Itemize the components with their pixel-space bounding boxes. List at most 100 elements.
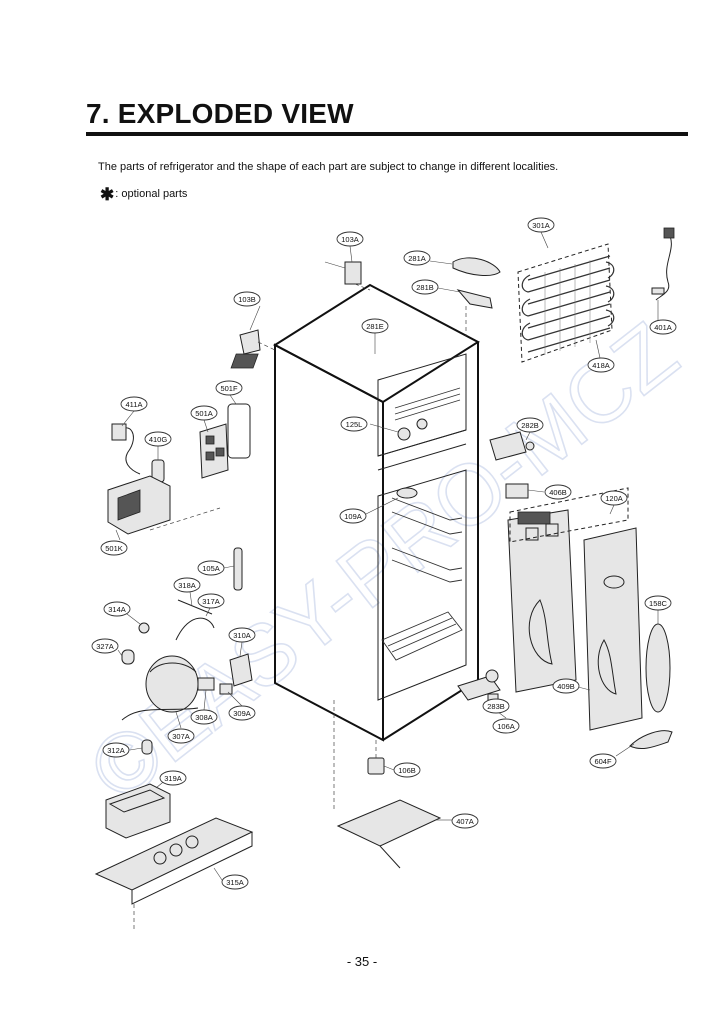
control-box-part bbox=[107, 475, 221, 535]
svg-text:604F: 604F bbox=[594, 757, 612, 766]
svg-text:281A: 281A bbox=[408, 254, 426, 263]
callout-312A: 312A bbox=[102, 742, 130, 758]
optional-parts-text: : optional parts bbox=[115, 188, 188, 200]
svg-text:103B: 103B bbox=[238, 295, 256, 304]
asterisk-icon: ✱ bbox=[100, 185, 115, 204]
callout-308A: 308A bbox=[190, 709, 218, 725]
callout-314A: 314A bbox=[103, 601, 131, 617]
callout-309A: 309A bbox=[228, 705, 256, 721]
svg-text:319A: 319A bbox=[164, 774, 182, 783]
callout-319A: 319A bbox=[159, 770, 187, 786]
svg-text:301A: 301A bbox=[532, 221, 550, 230]
drain-pan-part bbox=[333, 700, 442, 869]
callout-501F: 501F bbox=[215, 380, 243, 396]
grommet-parts bbox=[121, 622, 199, 755]
svg-text:318A: 318A bbox=[178, 581, 196, 590]
svg-text:109A: 109A bbox=[344, 512, 362, 521]
svg-text:501A: 501A bbox=[195, 409, 213, 418]
svg-text:501K: 501K bbox=[105, 544, 123, 553]
svg-text:105A: 105A bbox=[202, 564, 220, 573]
svg-text:501F: 501F bbox=[220, 384, 238, 393]
svg-text:120A: 120A bbox=[605, 494, 623, 503]
svg-text:281E: 281E bbox=[366, 322, 384, 331]
svg-text:103A: 103A bbox=[341, 235, 359, 244]
svg-text:406B: 406B bbox=[549, 488, 567, 497]
callout-327A: 327A bbox=[91, 638, 119, 654]
svg-text:106B: 106B bbox=[398, 766, 416, 775]
callout-301A: 301A bbox=[527, 217, 555, 233]
relay-part bbox=[229, 653, 253, 687]
svg-text:314A: 314A bbox=[108, 605, 126, 614]
svg-text:310A: 310A bbox=[233, 631, 251, 640]
callout-307A: 307A bbox=[167, 728, 195, 744]
callout-281A: 281A bbox=[403, 250, 431, 266]
callout-283B: 283B bbox=[482, 698, 510, 714]
switch-part bbox=[505, 483, 529, 499]
handle-cap-part bbox=[629, 730, 673, 749]
svg-text:315A: 315A bbox=[226, 878, 244, 887]
callout-407A: 407A bbox=[451, 813, 479, 829]
callout-410G: 410G bbox=[144, 431, 172, 447]
callout-411A: 411A bbox=[120, 396, 148, 412]
callout-310A: 310A bbox=[228, 627, 256, 643]
page-number: - 35 - bbox=[346, 954, 378, 969]
callout-281E: 281E bbox=[361, 318, 389, 334]
leveling-foot-part bbox=[367, 740, 385, 775]
door-liner-part bbox=[507, 509, 577, 693]
callout-317A: 317A bbox=[197, 593, 225, 609]
callout-409B: 409B bbox=[552, 678, 580, 694]
svg-text:125L: 125L bbox=[346, 420, 363, 429]
svg-text:409B: 409B bbox=[557, 682, 575, 691]
callout-106B: 106B bbox=[393, 762, 421, 778]
title-rule bbox=[86, 132, 688, 136]
svg-text:307A: 307A bbox=[172, 732, 190, 741]
svg-text:401A: 401A bbox=[654, 323, 672, 332]
callout-406B: 406B bbox=[544, 484, 572, 500]
gasket-frame-part bbox=[227, 403, 251, 459]
callout-103B: 103B bbox=[233, 291, 261, 307]
sensor-cable-part bbox=[651, 227, 675, 301]
power-cord-part bbox=[111, 423, 141, 475]
svg-text:418A: 418A bbox=[592, 361, 610, 370]
page-title: 7. EXPLODED VIEW bbox=[86, 98, 354, 129]
callout-501K: 501K bbox=[100, 540, 128, 556]
callout-158C: 158C bbox=[644, 595, 672, 611]
svg-text:106A: 106A bbox=[497, 722, 515, 731]
callout-604F: 604F bbox=[589, 753, 617, 769]
svg-text:308A: 308A bbox=[195, 713, 213, 722]
drier-part bbox=[233, 547, 243, 591]
svg-text:410G: 410G bbox=[149, 435, 168, 444]
pcb-board-part bbox=[199, 423, 229, 479]
drip-tray-part bbox=[105, 783, 171, 839]
side-hinge-part bbox=[239, 329, 276, 355]
upper-hinge-part bbox=[452, 257, 501, 336]
svg-text:317A: 317A bbox=[202, 597, 220, 606]
callout-105A: 105A bbox=[197, 560, 225, 576]
hinge-bracket-part bbox=[489, 431, 535, 461]
callout-103A: 103A bbox=[336, 231, 364, 247]
callout-106A: 106A bbox=[492, 718, 520, 734]
svg-text:283B: 283B bbox=[487, 702, 505, 711]
svg-text:327A: 327A bbox=[96, 642, 114, 651]
svg-text:158C: 158C bbox=[649, 599, 668, 608]
base-plate-part bbox=[94, 817, 254, 932]
callout-282B: 282B bbox=[516, 417, 544, 433]
callout-501A: 501A bbox=[190, 405, 218, 421]
locality-note: The parts of refrigerator and the shape … bbox=[98, 161, 559, 173]
callout-125L: 125L bbox=[340, 416, 368, 432]
svg-text:281B: 281B bbox=[416, 283, 434, 292]
svg-text:407A: 407A bbox=[456, 817, 474, 826]
svg-text:411A: 411A bbox=[126, 400, 143, 409]
callout-318A: 318A bbox=[173, 577, 201, 593]
condenser-coil bbox=[517, 243, 615, 363]
callout-315A: 315A bbox=[221, 874, 249, 890]
optional-parts-legend: ✱: optional parts bbox=[100, 185, 187, 205]
hinge-cover-part bbox=[324, 261, 371, 291]
door-gasket-part bbox=[645, 623, 671, 713]
callout-120A: 120A bbox=[600, 490, 628, 506]
callout-109A: 109A bbox=[339, 508, 367, 524]
callout-418A: 418A bbox=[587, 357, 615, 373]
door-panel-part bbox=[509, 487, 643, 731]
callout-401A: 401A bbox=[649, 319, 677, 335]
